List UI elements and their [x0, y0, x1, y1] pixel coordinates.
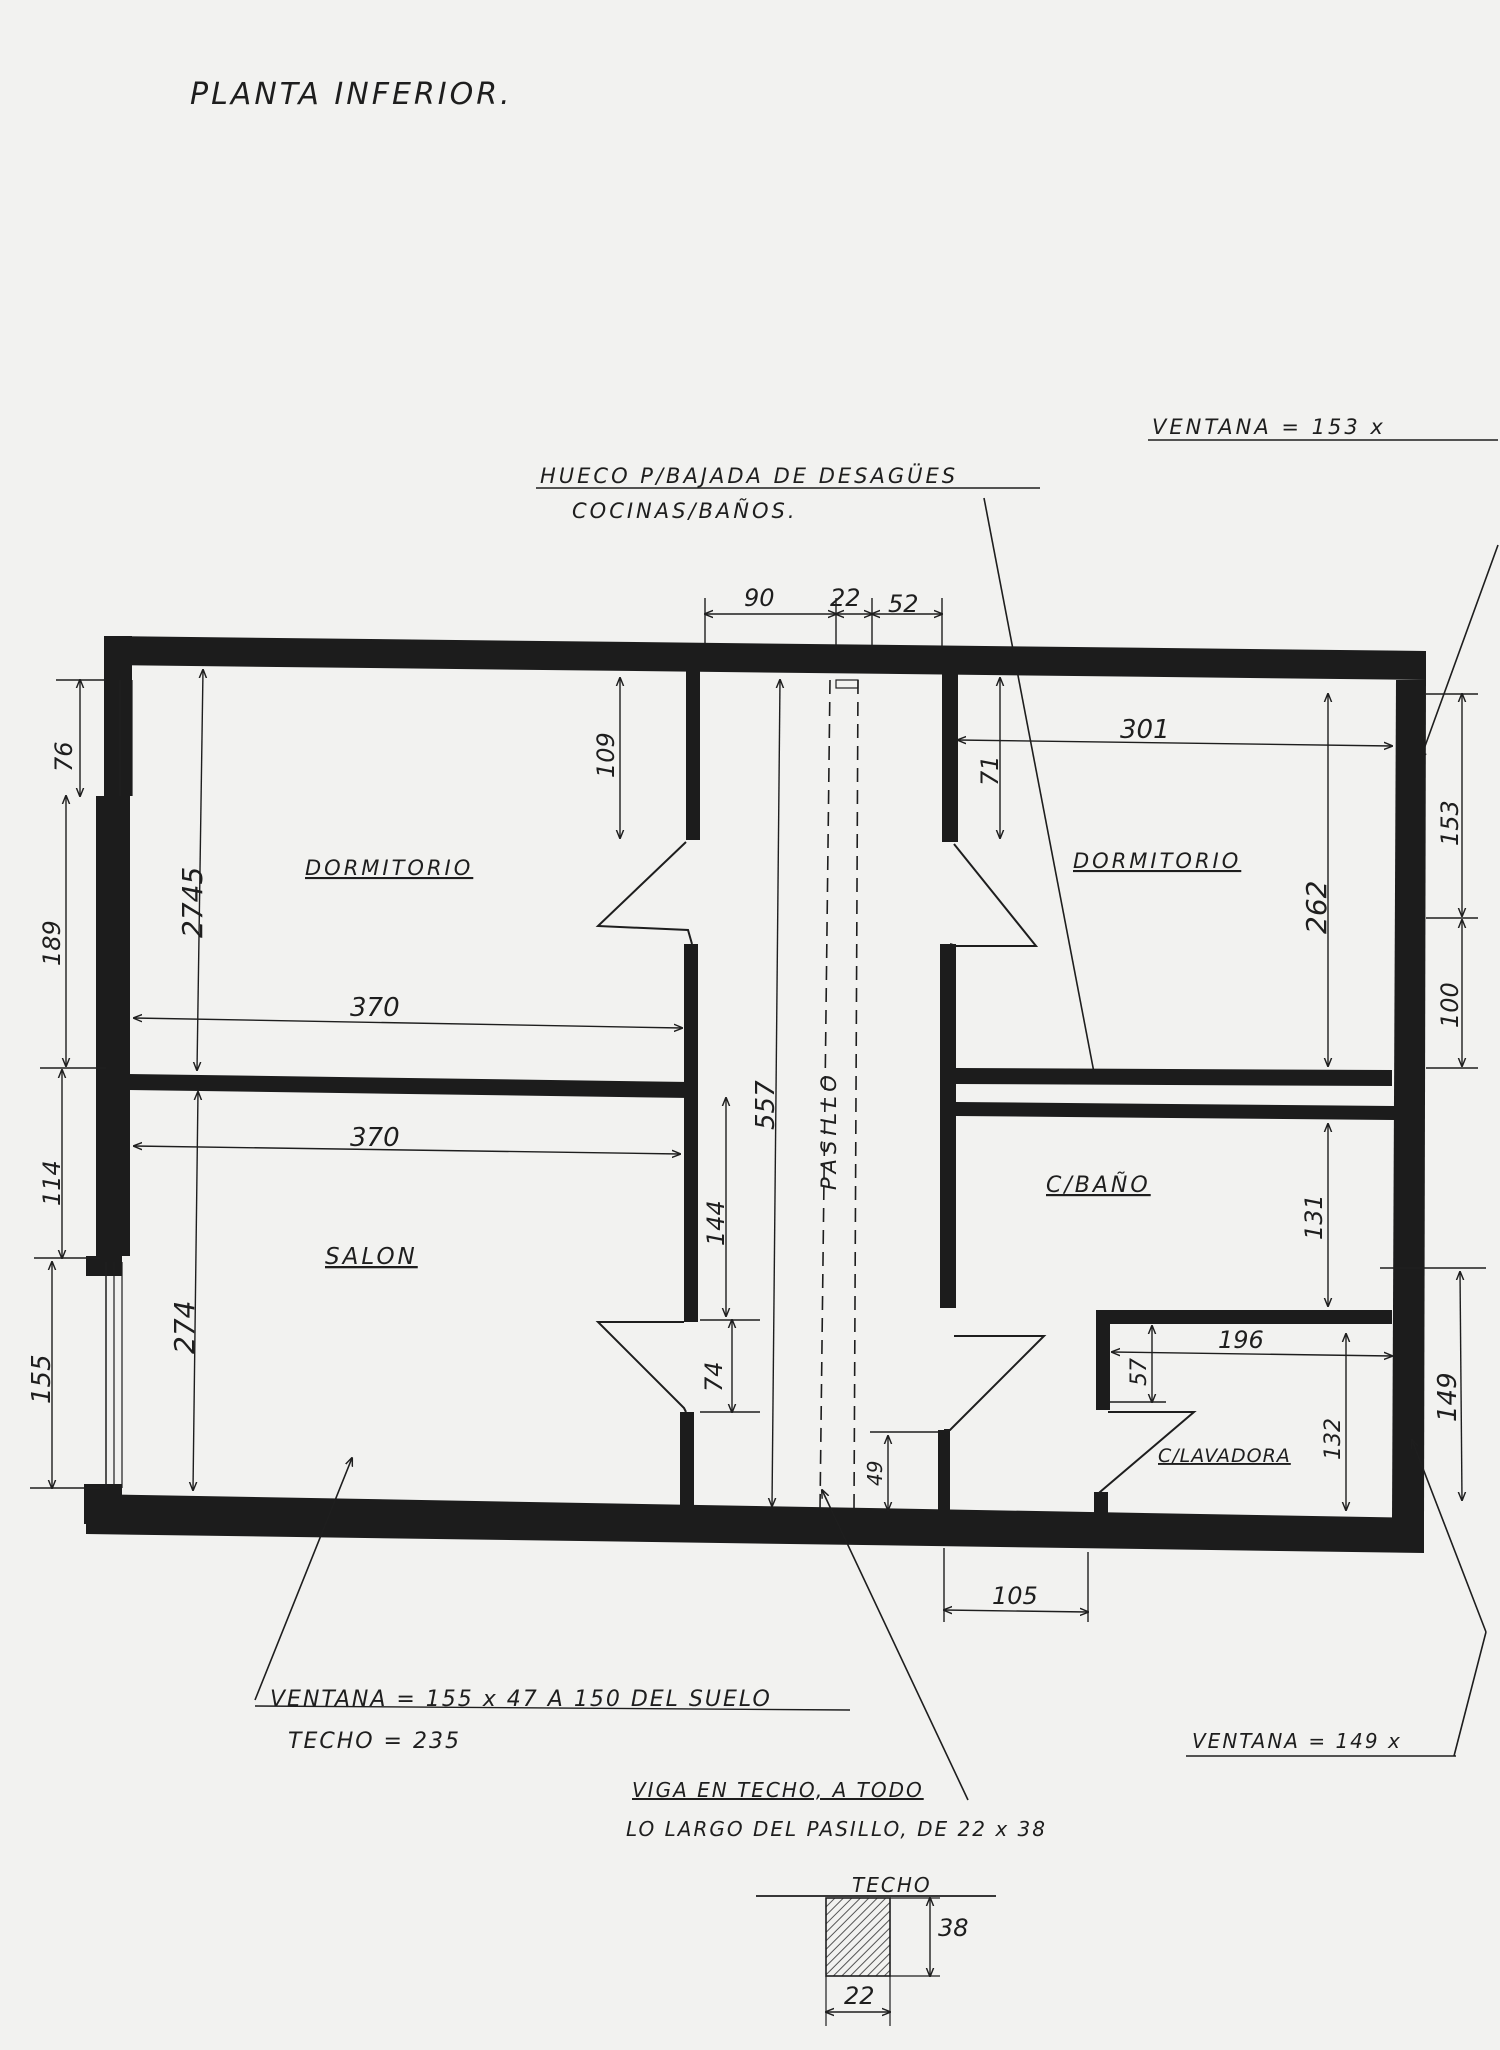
dim-131: 131 [1300, 1194, 1328, 1240]
wall-left-bottom-stub [84, 1484, 122, 1524]
viga-note-line2: LO LARGO DEL PASILLO, DE 22 x 38 [626, 1817, 1047, 1841]
dim-370-upper: 370 [350, 993, 400, 1023]
room-salon: SALON [325, 1244, 418, 1270]
wall-lavadora-left [1096, 1310, 1110, 1410]
ventana-salon-underline [254, 1705, 851, 1711]
ventana-right-note: VENTANA = 149 x [1192, 1729, 1402, 1753]
wall-corridor-left-2 [684, 944, 698, 1322]
dim-right-153: 153 [1436, 800, 1464, 846]
door-dormitorio-right [949, 843, 1039, 947]
detail-38-label: 38 [938, 1914, 969, 1942]
dim-262: 262 [1300, 881, 1333, 934]
dim-right-149: 149 [1433, 1372, 1463, 1422]
dim-274: 274 [168, 1301, 201, 1354]
wall-left-top [104, 636, 132, 796]
room-dormitorio-left: DORMITORIO [305, 856, 473, 880]
ventana-top-leader [1420, 544, 1499, 760]
dim-132: 132 [1321, 1418, 1346, 1460]
dim-left-155: 155 [27, 1354, 57, 1404]
wall-lavadora-stub [1094, 1492, 1108, 1518]
hueco-note-line2: COCINAS/BAÑOS. [572, 497, 798, 523]
door-dormitorio-left [595, 841, 693, 945]
wall-partition-dormitorio-salon [128, 1074, 690, 1098]
wall-corridor-left-3 [680, 1412, 694, 1512]
wall-corridor-left-1 [686, 670, 700, 840]
wall-left-lower-stub [86, 1256, 122, 1276]
wall-corridor-right-3 [938, 1430, 950, 1516]
detail-22-label: 22 [844, 1982, 875, 2010]
ventana-top-note: VENTANA = 153 x [1152, 415, 1386, 439]
dimension-lines [30, 598, 1486, 1622]
wall-left-middle [96, 796, 130, 1256]
wall-lavadora-top [1096, 1310, 1392, 1324]
room-lavadora: C/LAVADORA [1158, 1445, 1291, 1467]
beam-section-hatched [825, 1897, 891, 1977]
detail-techo-label: TECHO [852, 1873, 932, 1897]
dim-109: 109 [592, 732, 620, 778]
plan-title: PLANTA INFERIOR. [190, 77, 513, 112]
wall-outer-bottom [86, 1494, 1424, 1553]
dim-top-90: 90 [744, 584, 775, 612]
dim-left-114: 114 [38, 1160, 66, 1206]
wall-partition-dormitorio-bano-b [956, 1102, 1394, 1120]
dim-301: 301 [1120, 715, 1170, 745]
dim-top-52: 52 [888, 590, 919, 618]
ventana-salon-leader [254, 1458, 352, 1701]
dim-top-22: 22 [830, 584, 861, 612]
dim-557: 557 [751, 1080, 781, 1130]
dim-57: 57 [1127, 1358, 1152, 1386]
door-bano [944, 1335, 1047, 1431]
viga-note-line1: VIGA EN TECHO, A TODO [632, 1778, 924, 1802]
dim-144: 144 [702, 1200, 730, 1246]
door-lavadora [1097, 1411, 1197, 1495]
walls [84, 636, 1426, 1553]
dim-right-100: 100 [1436, 982, 1464, 1028]
dim-71: 71 [976, 755, 1004, 786]
hueco-leader-line [983, 497, 1096, 1083]
viga-leader [822, 1490, 969, 1801]
ventana-right-leader-b [1453, 1631, 1487, 1757]
door-salon [595, 1321, 687, 1413]
dim-74: 74 [700, 1361, 728, 1392]
dim-2745: 2745 [176, 867, 209, 938]
wall-outer-right [1392, 680, 1426, 1518]
dim-left-189: 189 [38, 920, 66, 966]
room-pasillo: PASILLO [817, 1070, 841, 1190]
wall-corridor-right-1 [942, 674, 958, 842]
dim-370-lower: 370 [350, 1123, 400, 1153]
hueco-note-line1: HUECO P/BAJADA DE DESAGÜES [540, 463, 958, 488]
dim-49: 49 [863, 1461, 887, 1486]
room-dormitorio-right: DORMITORIO [1073, 849, 1241, 873]
wall-outer-top [104, 636, 1426, 680]
dim-196: 196 [1218, 1326, 1264, 1354]
techo-height-note: TECHO = 235 [288, 1729, 461, 1754]
corridor-beam [819, 679, 859, 1511]
dim-105: 105 [992, 1582, 1038, 1610]
room-bano: C/BAÑO [1046, 1171, 1151, 1198]
wall-partition-dormitorio-bano-a [956, 1068, 1392, 1086]
wall-corridor-right-2 [940, 944, 956, 1308]
beam-section-detail: TECHO 38 22 [756, 1873, 996, 2026]
dim-left-76: 76 [50, 741, 78, 772]
dimension-labels: 90 22 52 76 189 114 155 2745 109 370 370… [27, 584, 1464, 1610]
door-openings [595, 841, 1197, 1495]
ventana-right-leader-a [1412, 1440, 1487, 1633]
salon-window-frame [105, 680, 133, 1488]
